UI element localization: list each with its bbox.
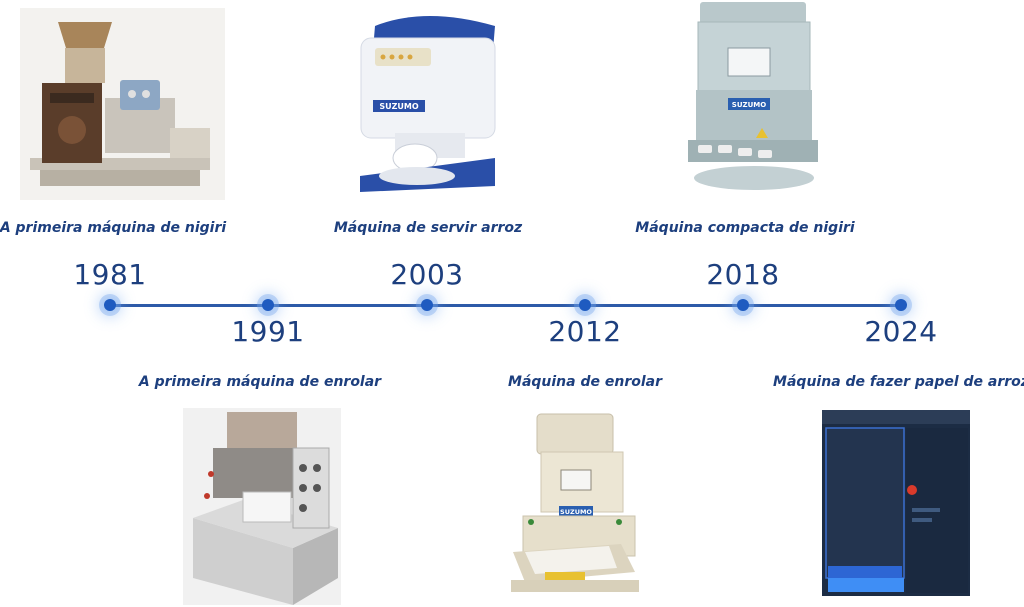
timeline-dot-1981 xyxy=(104,299,116,311)
timeline-dot-2012 xyxy=(579,299,591,311)
year-label-1981: 1981 xyxy=(73,258,147,291)
timeline-dot-2024 xyxy=(895,299,907,311)
year-label-1991: 1991 xyxy=(231,315,305,348)
year-label-2012: 2012 xyxy=(548,315,622,348)
rolling-machine-photo: SUZUMO xyxy=(505,412,645,594)
event-caption-2012: Máquina de enrolar xyxy=(508,374,662,390)
event-caption-2003: Máquina de servir arroz xyxy=(333,220,523,236)
year-label-2003: 2003 xyxy=(390,258,464,291)
rice-serving-machine-photo: SUZUMO xyxy=(355,8,500,193)
event-caption-2018: Máquina compacta de nigiri xyxy=(635,220,855,236)
timeline-axis xyxy=(110,304,900,307)
year-label-2018: 2018 xyxy=(706,258,780,291)
suzumo-logo: SUZUMO xyxy=(560,508,592,516)
suzumo-logo: SUZUMO xyxy=(732,101,766,109)
event-caption-1981: A primeira máquina de nigiri xyxy=(0,220,227,236)
event-caption-2024: Máquina de fazer papel de arroz xyxy=(773,374,1024,390)
timeline-dot-1991 xyxy=(262,299,274,311)
compact-nigiri-machine-photo: SUZUMO xyxy=(688,0,818,195)
first-rolling-machine-photo xyxy=(183,408,341,605)
first-nigiri-machine-photo xyxy=(20,8,225,200)
event-caption-1991: A primeira máquina de enrolar xyxy=(138,374,382,390)
suzumo-logo: SUZUMO xyxy=(379,102,419,111)
year-label-2024: 2024 xyxy=(864,315,938,348)
timeline-dot-2003 xyxy=(421,299,433,311)
rice-paper-machine-photo xyxy=(820,408,972,603)
timeline-dot-2018 xyxy=(737,299,749,311)
